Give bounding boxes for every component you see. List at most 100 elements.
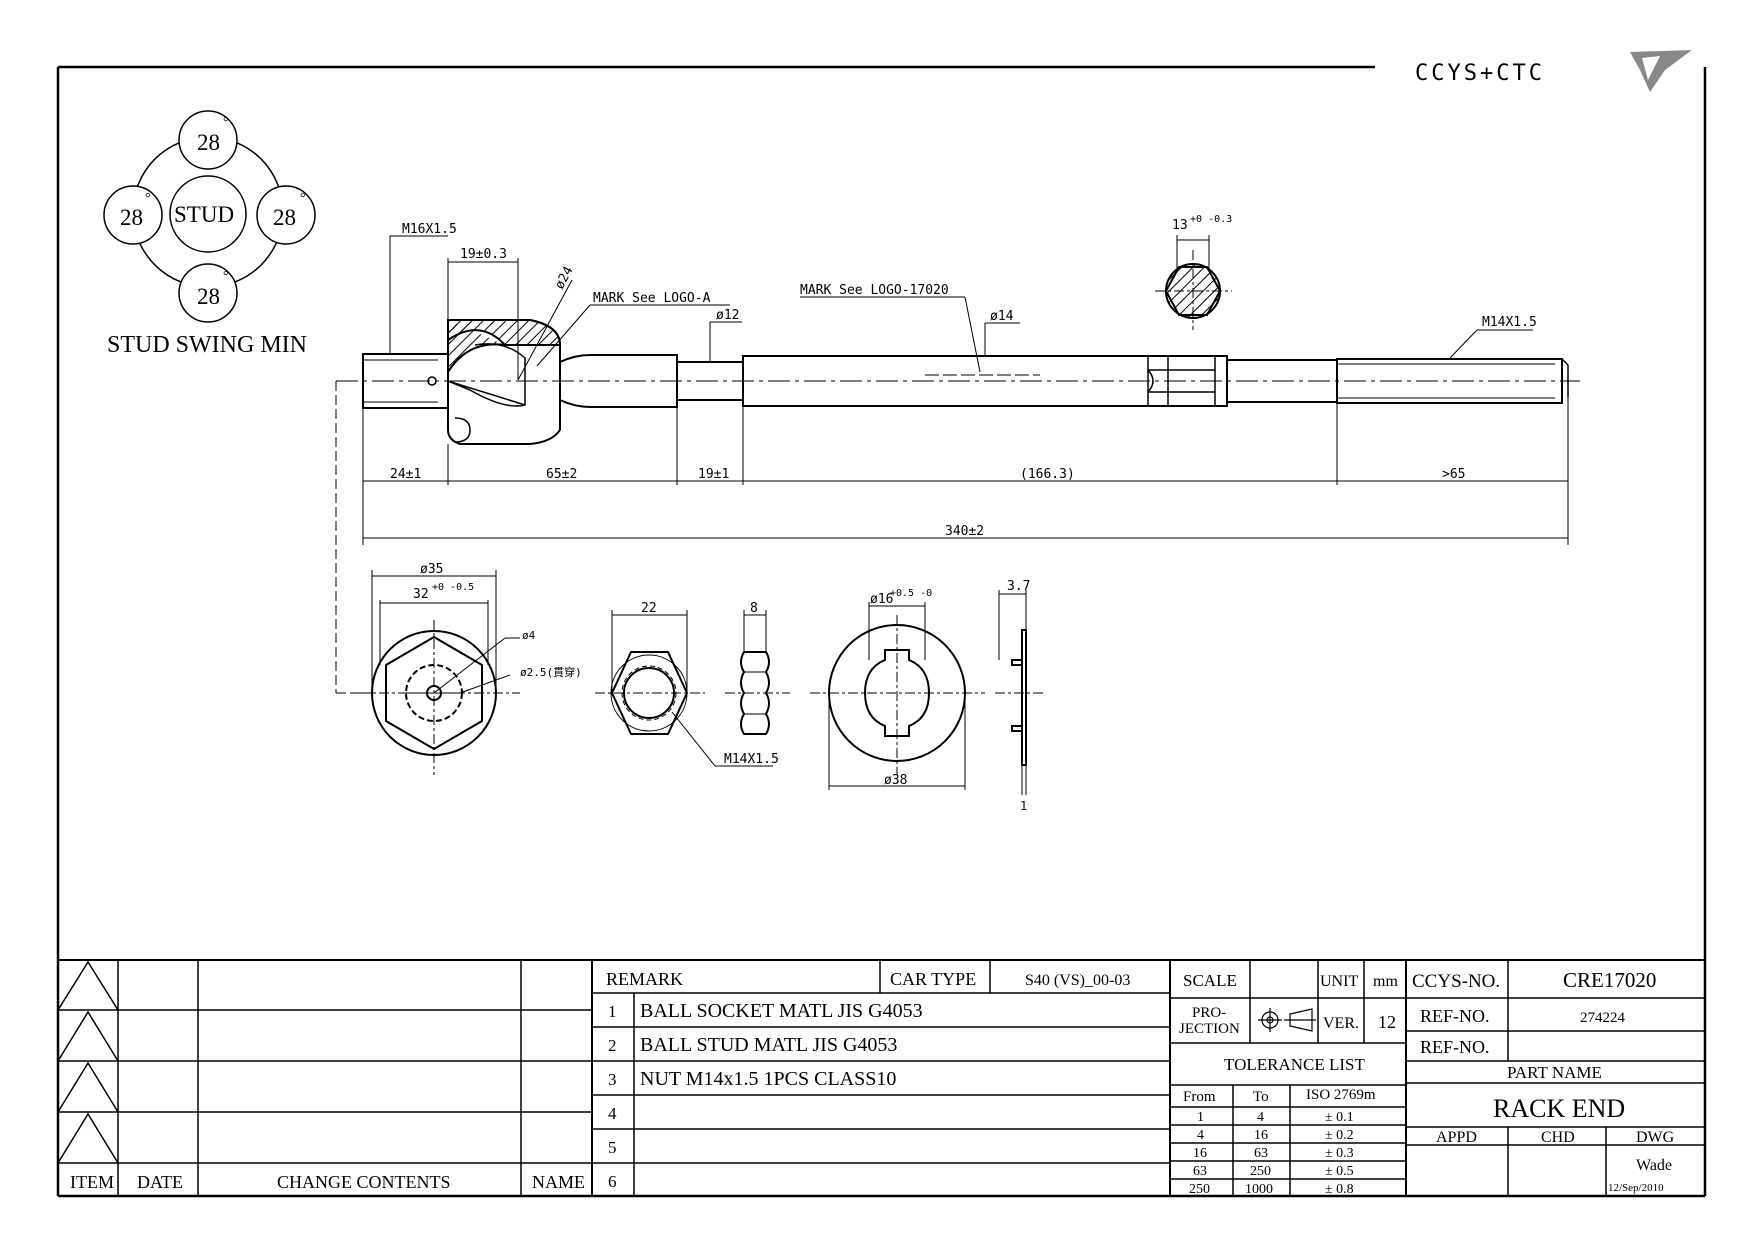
dim-washer-16: ø16	[870, 592, 893, 607]
tol-to: 250	[1250, 1164, 1271, 1179]
remark-row-no: 6	[608, 1172, 617, 1191]
car-type-value: S40 (VS)_00-03	[1025, 972, 1130, 989]
stud-swing-diagram	[103, 110, 316, 323]
tol-header-to: To	[1253, 1089, 1269, 1105]
dim-len-19: 19±1	[698, 467, 729, 482]
dim-32-tol: +0 -0.5	[432, 582, 474, 593]
dim-phi12: ø12	[716, 308, 739, 323]
tol-to: 4	[1257, 1110, 1264, 1125]
chd-label: CHD	[1541, 1129, 1575, 1146]
remark-row-no: 2	[608, 1036, 617, 1055]
washer-side-view	[995, 590, 1045, 795]
hex-cross-section	[1155, 235, 1232, 330]
swing-angle-right: 28	[273, 205, 296, 230]
dim-nut-m14: M14X1.5	[724, 752, 779, 767]
degree-symbol: °	[223, 115, 229, 130]
part-name: RACK END	[1493, 1094, 1625, 1123]
projection-label-2: JECTION	[1179, 1021, 1240, 1037]
nut-front-view	[595, 610, 773, 767]
tol-header-from: From	[1183, 1089, 1216, 1105]
rev-header-contents: CHANGE CONTENTS	[277, 1172, 451, 1192]
dim-phi35: ø35	[420, 562, 443, 577]
tol-value: ± 0.1	[1325, 1110, 1354, 1125]
degree-symbol: °	[145, 191, 151, 206]
rev-header-item: ITEM	[70, 1172, 114, 1192]
tol-value: ± 0.8	[1325, 1182, 1354, 1197]
drawn-by: Wade	[1636, 1157, 1672, 1174]
swing-title: STUD SWING MIN	[107, 332, 307, 358]
brand-logo-icon	[1630, 50, 1692, 92]
drawing-border	[56, 65, 1707, 1198]
part-name-label: PART NAME	[1507, 1063, 1602, 1082]
unit-label: UNIT	[1320, 973, 1358, 990]
nut-side-view	[725, 610, 790, 735]
dim-thickness-1: 1	[1020, 799, 1027, 813]
dim-len-340: 340±2	[945, 524, 984, 539]
ccys-no-label: CCYS-NO.	[1412, 971, 1500, 992]
tol-from: 250	[1189, 1182, 1210, 1197]
swing-angle-bottom: 28	[197, 284, 220, 309]
tol-from: 63	[1193, 1164, 1207, 1179]
swing-angle-top: 28	[197, 130, 220, 155]
remark-row-no: 1	[608, 1002, 617, 1021]
remark-row-no: 3	[608, 1070, 617, 1089]
ref-no-2-label: REF-NO.	[1420, 1037, 1490, 1057]
car-type-label: CAR TYPE	[890, 969, 976, 989]
dim-hex13-tol: +0 -0.3	[1190, 214, 1232, 225]
ver-label: VER.	[1323, 1015, 1359, 1032]
dim-len-65: 65±2	[546, 467, 577, 482]
dim-19: 19±0.3	[460, 247, 507, 262]
tol-header-iso: ISO 2769m	[1306, 1087, 1376, 1103]
dimension-lines	[335, 235, 1569, 694]
mark-logo-a: MARK See LOGO-A	[593, 291, 711, 306]
title-block-lines	[57, 960, 1705, 1196]
dim-thickness-3-7: 3.7	[1007, 579, 1030, 594]
remark-row-no: 5	[608, 1138, 617, 1157]
tol-from: 4	[1197, 1128, 1204, 1143]
dim-nut-8: 8	[750, 601, 758, 616]
dim-m16: M16X1.5	[402, 222, 457, 237]
ver-value: 12	[1378, 1012, 1396, 1032]
dwg-label: DWG	[1636, 1129, 1675, 1146]
brand-logo-text: CCYS+CTC	[1415, 61, 1545, 86]
dim-washer-16-tol: +0.5 -0	[890, 588, 932, 599]
scale-label: SCALE	[1183, 971, 1237, 990]
dim-phi4: ø4	[522, 629, 536, 642]
dim-phi25: ø2.5(貫穿)	[520, 665, 582, 679]
dim-phi14: ø14	[990, 309, 1014, 324]
dim-len-65b: >65	[1442, 467, 1465, 482]
tol-from: 16	[1193, 1146, 1207, 1161]
tol-value: ± 0.2	[1325, 1128, 1354, 1143]
tolerance-title: TOLERANCE LIST	[1224, 1055, 1365, 1074]
dim-washer-38: ø38	[884, 773, 907, 788]
dim-m14: M14X1.5	[1482, 315, 1537, 330]
projection-label-1: PRO-	[1192, 1005, 1226, 1021]
degree-symbol: °	[300, 191, 306, 206]
unit-value: mm	[1373, 973, 1398, 990]
brand-logo: CCYS+CTC	[1415, 50, 1692, 92]
rev-header-name: NAME	[532, 1172, 585, 1192]
dim-len-24: 24±1	[390, 467, 421, 482]
swing-angle-left: 28	[120, 205, 143, 230]
tol-to: 1000	[1245, 1182, 1273, 1197]
tol-value: ± 0.5	[1325, 1164, 1354, 1179]
remark-header: REMARK	[606, 969, 683, 989]
rack-end-side-view	[336, 319, 1580, 445]
dim-len-166: (166.3)	[1020, 467, 1075, 482]
ccys-no-value: CRE17020	[1563, 968, 1656, 992]
tol-from: 1	[1197, 1110, 1204, 1125]
remark-row-text: BALL SOCKET MATL JIS G4053	[640, 1000, 923, 1022]
tol-to: 16	[1254, 1128, 1268, 1143]
remark-row-no: 4	[608, 1104, 617, 1123]
dim-32: 32	[413, 587, 429, 602]
remark-row-text: BALL STUD MATL JIS G4053	[640, 1034, 897, 1056]
swing-center-label: STUD	[174, 202, 234, 227]
ref-no-label: REF-NO.	[1420, 1006, 1490, 1026]
ref-no-value: 274224	[1580, 1010, 1626, 1026]
dim-phi24: ø24	[552, 264, 576, 292]
dim-hex13: 13	[1172, 218, 1188, 233]
socket-end-view	[360, 570, 520, 775]
projection-symbol-icon	[1258, 1008, 1316, 1032]
drawing-date: 12/Sep/2010	[1608, 1182, 1664, 1194]
